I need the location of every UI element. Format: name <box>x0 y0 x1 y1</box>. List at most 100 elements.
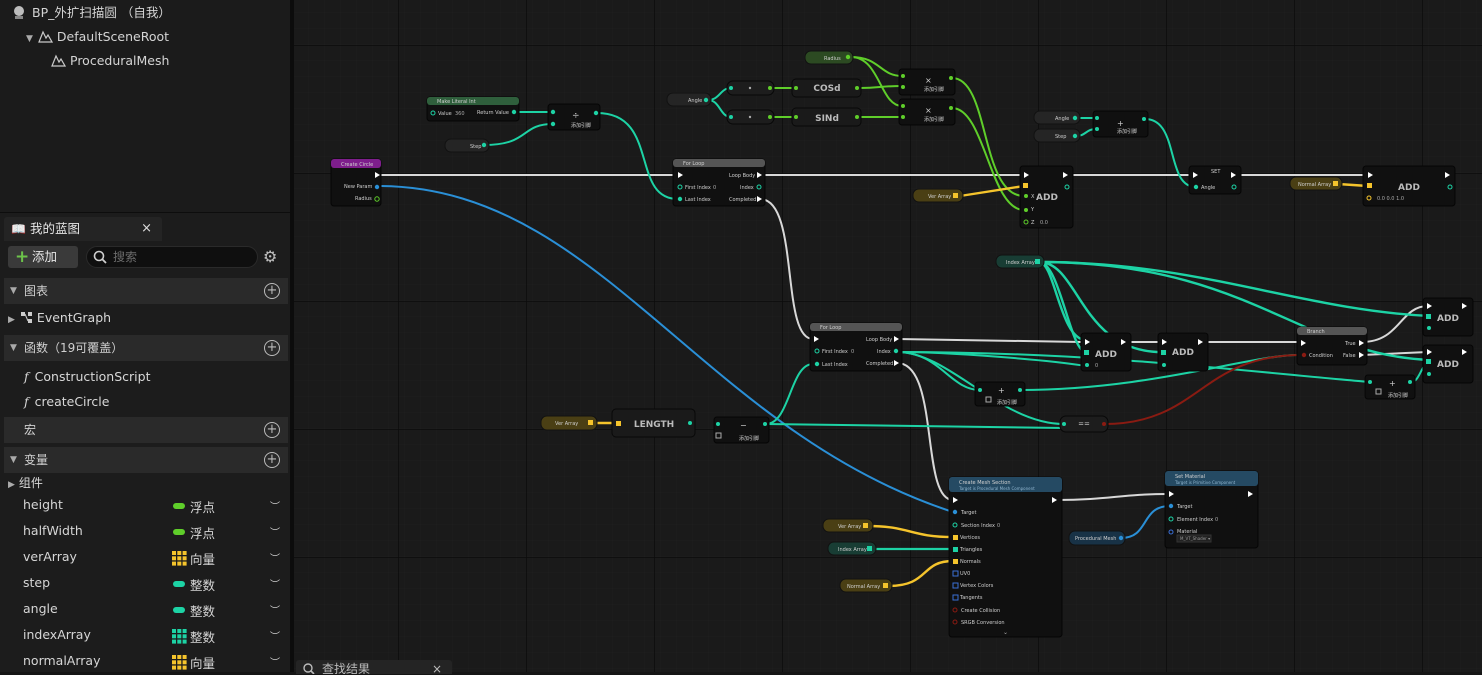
gear-icon[interactable]: ⚙ <box>263 247 278 266</box>
node-for-loop-2[interactable]: For Loop First Index 0 Last Index Loop B… <box>809 322 903 372</box>
node-ver-array-var-3[interactable]: Ver Array <box>822 518 874 533</box>
panel-divider[interactable] <box>290 0 294 672</box>
node-equals[interactable]: == <box>1059 415 1109 433</box>
graph-item-eventgraph[interactable]: ▶EventGraph <box>8 307 111 329</box>
node-step-var[interactable]: Step <box>444 138 490 153</box>
close-icon[interactable]: × <box>431 662 442 674</box>
pin-value[interactable]: 0 <box>851 349 854 355</box>
close-icon[interactable]: × <box>141 221 152 236</box>
node-add-int-3[interactable]: + 添加引脚 <box>1364 374 1416 400</box>
pin-value[interactable]: 0.0 <box>1040 220 1048 226</box>
eye-closed-icon[interactable]: ︶ <box>270 528 280 539</box>
add-macro-icon[interactable]: + <box>264 422 280 438</box>
node-radius-var[interactable]: Radius <box>804 50 854 65</box>
add-pin-label[interactable]: 添加引脚 <box>924 116 944 123</box>
pin-value[interactable]: 0 <box>1095 363 1098 369</box>
node-index-array-var-2[interactable]: Index Array <box>827 541 877 556</box>
pin-label: Triangles <box>959 547 983 553</box>
node-ver-array-var-2[interactable]: Ver Array <box>540 415 598 431</box>
node-add-index-4[interactable]: ADD <box>1422 344 1474 384</box>
eye-closed-icon[interactable]: ︶ <box>270 658 280 669</box>
node-int-to-float-1[interactable] <box>726 80 775 96</box>
node-set-angle[interactable]: SET Angle <box>1188 165 1242 195</box>
category-variables[interactable]: ▼ 变量 + <box>4 447 288 473</box>
node-procedural-mesh-var[interactable]: Procedural Mesh <box>1068 530 1126 546</box>
collapse-arrow-icon[interactable]: ▼ <box>26 34 33 44</box>
node-add-vertex[interactable]: ADD X Y Z 0.0 <box>1019 165 1074 229</box>
node-make-literal-int[interactable]: Make Literal Int Value 360 Return Value <box>426 96 520 122</box>
eye-closed-icon[interactable]: ︶ <box>270 502 280 513</box>
node-index-array-var-1[interactable]: Index Array <box>995 254 1045 269</box>
blueprint-graph[interactable]: Create Circle New Param Radius Make Lite… <box>294 0 1482 672</box>
node-subtract[interactable]: − 添加引脚 <box>713 416 770 444</box>
eye-closed-icon[interactable]: ︶ <box>270 606 280 617</box>
node-normal-array-var-1[interactable]: Normal Array <box>1289 176 1343 191</box>
tree-item-procedural-mesh[interactable]: ProceduralMesh <box>50 50 169 72</box>
node-angle-var-2[interactable]: Angle <box>1033 110 1081 125</box>
pin-value[interactable]: 0 <box>1215 517 1218 523</box>
category-graphs[interactable]: ▼ 图表 + <box>4 278 288 304</box>
node-label: ADD <box>1172 348 1194 358</box>
search-input[interactable] <box>111 248 251 266</box>
eye-closed-icon[interactable]: ︶ <box>270 632 280 643</box>
material-select[interactable]: M_VT_Shader ▾ <box>1180 536 1210 541</box>
node-ver-array-var-1[interactable]: Ver Array <box>912 188 964 203</box>
node-length[interactable]: LENGTH <box>611 408 696 438</box>
eye-closed-icon[interactable]: ︶ <box>270 554 280 565</box>
pin-value[interactable]: 0 <box>997 523 1000 529</box>
node-multiply-1[interactable]: × 添加引脚 <box>898 68 956 96</box>
add-function-icon[interactable]: + <box>264 340 280 356</box>
category-functions[interactable]: ▼ 函数（19可覆盖） + <box>4 335 288 361</box>
node-multiply-2[interactable]: × 添加引脚 <box>898 98 956 126</box>
node-divide[interactable]: ÷ 添加引脚 <box>547 103 601 131</box>
add-pin-label[interactable]: 添加引脚 <box>997 399 1017 406</box>
pin-value[interactable]: 0.0 0.0 1.0 <box>1377 196 1404 202</box>
node-set-material[interactable]: Set Material Target is Primitive Compone… <box>1164 470 1259 549</box>
tree-item-default-scene-root[interactable]: ▼ DefaultSceneRoot <box>26 26 169 48</box>
search-box[interactable] <box>86 246 258 268</box>
eye-closed-icon[interactable]: ︶ <box>270 580 280 591</box>
node-angle-var[interactable]: Angle <box>666 92 712 107</box>
node-sind[interactable]: SINd <box>791 107 862 127</box>
node-step-var-2[interactable]: Step <box>1033 128 1081 143</box>
node-add-int[interactable]: + 添加引脚 <box>1092 110 1149 138</box>
subcategory-components[interactable]: ▶组件 <box>8 472 43 494</box>
add-pin-label[interactable]: 添加引脚 <box>571 122 591 129</box>
tab-find-results[interactable]: 查找结果 × <box>296 660 452 674</box>
node-add-index-1[interactable]: ADD 0 <box>1080 332 1132 372</box>
node-create-circle[interactable]: Create Circle New Param Radius <box>330 158 382 207</box>
node-cosd[interactable]: COSd <box>791 78 862 98</box>
add-pin-label[interactable]: 添加引脚 <box>739 435 759 442</box>
add-pin-label[interactable]: 添加引脚 <box>924 86 944 93</box>
node-create-mesh-section[interactable]: Create Mesh Section Target is Procedural… <box>948 476 1063 638</box>
add-variable-icon[interactable]: + <box>264 452 280 468</box>
pin-value[interactable]: 0 <box>713 185 716 191</box>
node-add-normal[interactable]: ADD 0.0 0.0 1.0 <box>1362 165 1456 207</box>
tree-item-root[interactable]: BP_外扩扫描圆 （自我） <box>12 2 171 24</box>
add-pin-label[interactable]: 添加引脚 <box>1117 128 1137 135</box>
add-graph-icon[interactable]: + <box>264 283 280 299</box>
node-add-index-3[interactable]: ADD <box>1422 297 1474 337</box>
node-normal-array-var-2[interactable]: Normal Array <box>839 578 893 593</box>
category-macros[interactable]: 宏 + <box>4 417 288 443</box>
tab-my-blueprint[interactable]: 📖 我的蓝图 × <box>4 217 162 241</box>
chevron-down-icon[interactable]: ⌄ <box>1003 629 1008 636</box>
node-add-int-2[interactable]: + 添加引脚 <box>974 381 1026 407</box>
node-int-to-float-2[interactable] <box>726 109 775 125</box>
node-branch[interactable]: Branch Condition True False <box>1296 326 1368 366</box>
node-add-index-2[interactable]: ADD <box>1157 332 1209 372</box>
pin-value[interactable]: 360 <box>455 111 465 117</box>
add-pin-label[interactable]: 添加引脚 <box>1388 392 1408 399</box>
variable-name: verArray <box>23 549 77 564</box>
add-button[interactable]: + 添加 <box>8 246 78 268</box>
node-for-loop-1[interactable]: For Loop First Index 0 Last Index Loop B… <box>672 158 766 207</box>
